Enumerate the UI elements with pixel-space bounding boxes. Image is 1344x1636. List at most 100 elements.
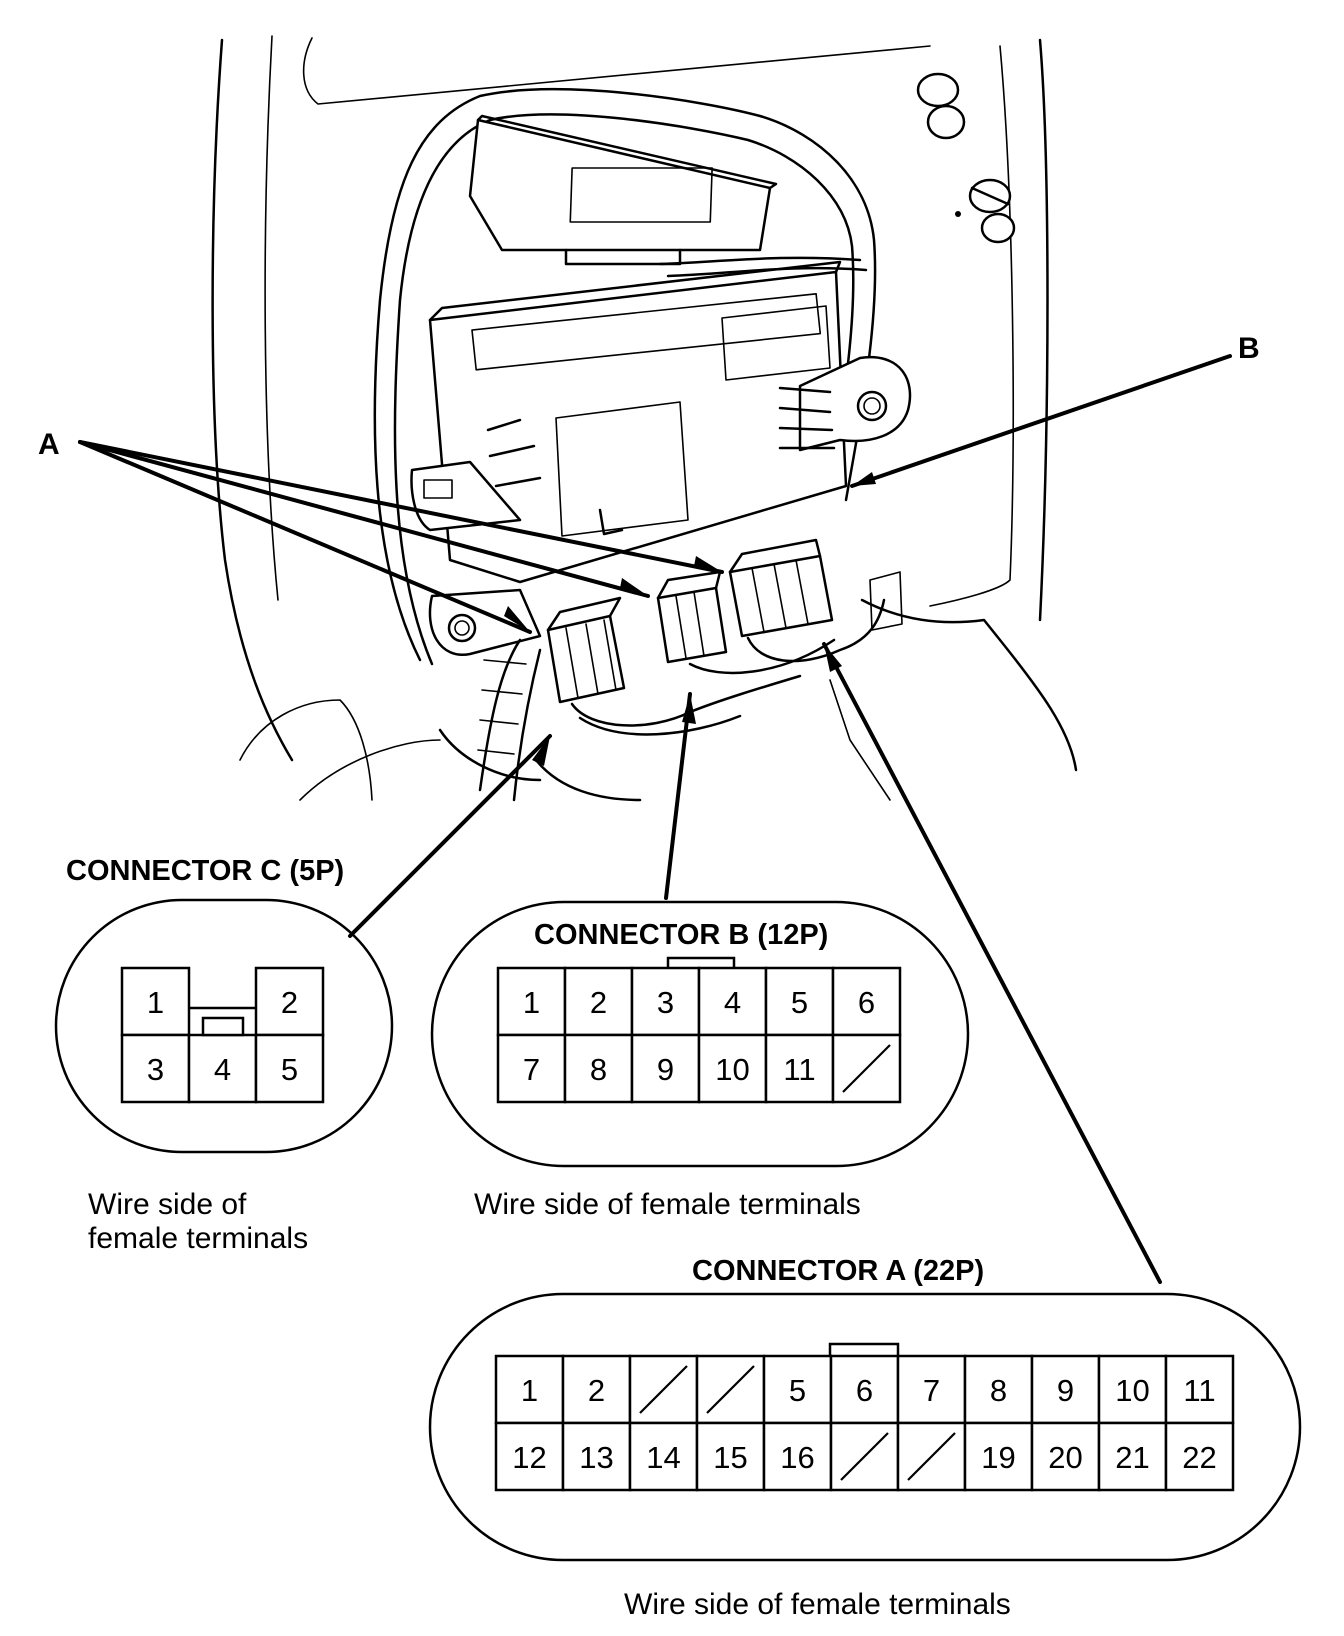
terminal-cell: 15: [695, 1421, 766, 1492]
terminal-number: 6: [856, 1373, 873, 1408]
unused-terminal-slash: [907, 1432, 956, 1481]
terminal-cell-border: [1164, 1354, 1235, 1425]
terminal-cell: 11: [764, 1033, 835, 1104]
terminal-number: 22: [1182, 1440, 1216, 1475]
terminal-cell: 12: [494, 1421, 565, 1492]
terminal-cell-border: [762, 1354, 833, 1425]
terminal-cell: 7: [896, 1354, 967, 1425]
terminal-cell: [628, 1354, 699, 1425]
control-unit-illustration: [211, 35, 1078, 802]
connector-b-outline: [430, 900, 970, 1168]
terminal-cell-border: [120, 1033, 191, 1104]
terminal-cell: 1: [494, 1354, 565, 1425]
terminal-cell: 8: [963, 1354, 1034, 1425]
terminal-cell: 1: [120, 966, 191, 1037]
terminal-number: 9: [1057, 1373, 1074, 1408]
terminal-cell: 4: [697, 966, 768, 1037]
unused-terminal-slash: [842, 1044, 891, 1093]
connector-key-tab: [828, 1342, 900, 1356]
terminal-number: 11: [783, 1052, 815, 1087]
terminal-cell: 9: [630, 1033, 701, 1104]
connector-c-caption-2: female terminals: [88, 1222, 308, 1255]
terminal-cell: 2: [561, 1354, 632, 1425]
terminal-number: 7: [523, 1052, 540, 1087]
terminal-cell-border: [695, 1421, 766, 1492]
terminal-cell: 6: [831, 966, 902, 1037]
terminal-cell-border: [762, 1421, 833, 1492]
terminal-number: 8: [990, 1373, 1007, 1408]
terminal-number: 1: [147, 985, 164, 1020]
terminal-cell: 5: [764, 966, 835, 1037]
terminal-number: 5: [791, 985, 808, 1020]
connector-key-tab: [666, 956, 736, 968]
terminal-cell: 2: [563, 966, 634, 1037]
terminal-cell: [829, 1421, 900, 1492]
terminal-number: 12: [512, 1440, 546, 1475]
terminal-number: 21: [1115, 1440, 1149, 1475]
terminal-number: 10: [1115, 1373, 1149, 1408]
unused-terminal-slash: [706, 1365, 755, 1414]
terminal-cell-border: [764, 966, 835, 1037]
terminal-cell: 1: [496, 966, 567, 1037]
terminal-cell-border: [496, 1033, 567, 1104]
terminal-cell-border: [628, 1421, 699, 1492]
callout-arrowheads: [504, 472, 876, 766]
terminal-number: 5: [789, 1373, 806, 1408]
terminal-cell-border: [697, 966, 768, 1037]
terminal-cell: 7: [496, 1033, 567, 1104]
connector-b-title: CONNECTOR B (12P): [534, 919, 828, 951]
connector-b-caption: Wire side of female terminals: [474, 1188, 861, 1221]
terminal-number: 8: [590, 1052, 607, 1087]
terminal-cell: 3: [120, 1033, 191, 1104]
terminal-cell-border: [630, 966, 701, 1037]
callout-a-label: A: [38, 428, 60, 461]
terminal-cell: 5: [762, 1354, 833, 1425]
connector-c-outline: [54, 898, 394, 1154]
callout-b-label: B: [1238, 332, 1260, 365]
terminal-number: 4: [214, 1052, 231, 1087]
terminal-cell: [695, 1354, 766, 1425]
terminal-number: 15: [713, 1440, 747, 1475]
terminal-cell-border: [1097, 1421, 1168, 1492]
terminal-number: 11: [1183, 1373, 1215, 1408]
terminal-cell: 21: [1097, 1421, 1168, 1492]
terminal-number: 16: [780, 1440, 814, 1475]
terminal-cell-border: [187, 1033, 258, 1104]
terminal-number: 9: [657, 1052, 674, 1087]
terminal-cell: 8: [563, 1033, 634, 1104]
terminal-cell: 6: [829, 1354, 900, 1425]
terminal-number: 1: [521, 1373, 538, 1408]
terminal-number: 19: [981, 1440, 1015, 1475]
terminal-cell-border: [1030, 1421, 1101, 1492]
terminal-cell-border: [563, 1033, 634, 1104]
connector-c-title: CONNECTOR C (5P): [66, 855, 344, 887]
terminal-cell: [831, 1033, 902, 1104]
terminal-number: 2: [281, 985, 298, 1020]
terminal-cell: 19: [963, 1421, 1034, 1492]
terminal-cell-border: [563, 966, 634, 1037]
connector-key-tab: [201, 1016, 245, 1037]
terminal-cell: 2: [254, 966, 325, 1037]
terminal-cell: 14: [628, 1421, 699, 1492]
terminal-cell-border: [831, 966, 902, 1037]
unused-terminal-slash: [840, 1432, 889, 1481]
terminal-number: 1: [523, 985, 540, 1020]
connector-c-caption-1: Wire side of: [88, 1188, 247, 1221]
connector-a-title: CONNECTOR A (22P): [692, 1255, 984, 1287]
terminal-cell: 10: [697, 1033, 768, 1104]
terminal-cell: 4: [187, 1033, 258, 1104]
terminal-number: 3: [147, 1052, 164, 1087]
terminal-number: 3: [657, 985, 674, 1020]
terminal-number: 6: [858, 985, 875, 1020]
terminal-cell: 9: [1030, 1354, 1101, 1425]
terminal-cell: 10: [1097, 1354, 1168, 1425]
terminal-cell: 16: [762, 1421, 833, 1492]
terminal-number: 4: [724, 985, 741, 1020]
